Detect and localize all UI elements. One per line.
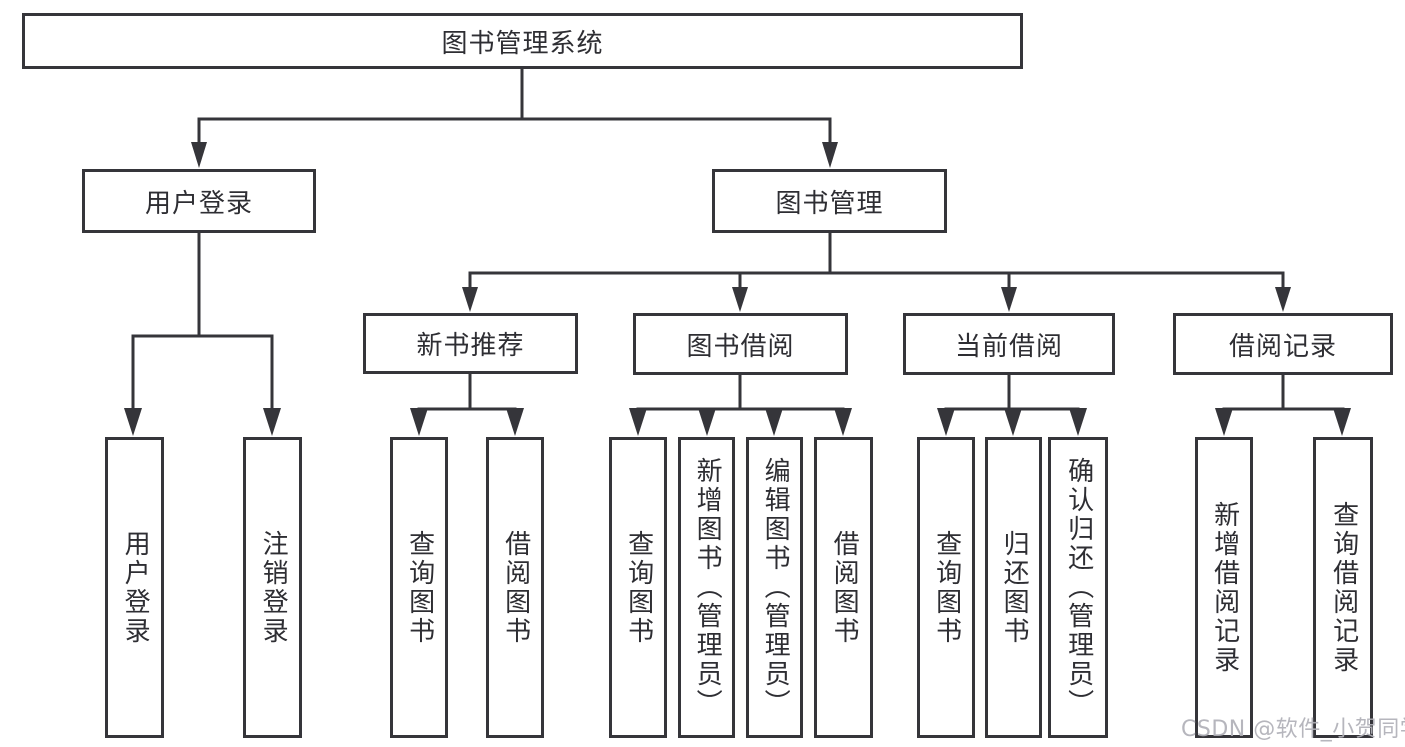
leaf-borrow-books-2: 借阅图书 [814, 437, 873, 738]
node-book-borrowing: 图书借阅 [633, 313, 848, 375]
leaf-user-login: 用户登录 [105, 437, 164, 738]
arrowhead-icons [124, 142, 1351, 436]
leaf-query-borrow-record: 查询借阅记录 [1313, 437, 1373, 738]
leaf-return-books: 归还图书 [985, 437, 1042, 738]
leaf-query-books-1: 查询图书 [390, 437, 448, 738]
node-borrowing-records: 借阅记录 [1173, 313, 1393, 375]
node-current-borrowing: 当前借阅 [903, 313, 1115, 375]
leaf-logout: 注销登录 [243, 437, 302, 738]
leaf-borrow-books-1: 借阅图书 [486, 437, 544, 738]
csdn-watermark: CSDN @软件_小贺同学 [1181, 717, 1405, 742]
leaf-query-books-3: 查询图书 [917, 437, 975, 738]
leaf-confirm-return-admin: 确认归还（管理员） [1048, 437, 1108, 738]
leaf-edit-books-admin: 编辑图书（管理员） [746, 437, 803, 738]
leaf-add-borrow-record: 新增借阅记录 [1195, 437, 1253, 738]
node-root: 图书管理系统 [22, 13, 1023, 69]
node-book-management: 图书管理 [712, 169, 947, 233]
leaf-query-books-2: 查询图书 [609, 437, 667, 738]
node-user-login: 用户登录 [82, 169, 316, 233]
leaf-add-books-admin: 新增图书（管理员） [678, 437, 735, 738]
node-new-book-recommend: 新书推荐 [363, 313, 578, 374]
